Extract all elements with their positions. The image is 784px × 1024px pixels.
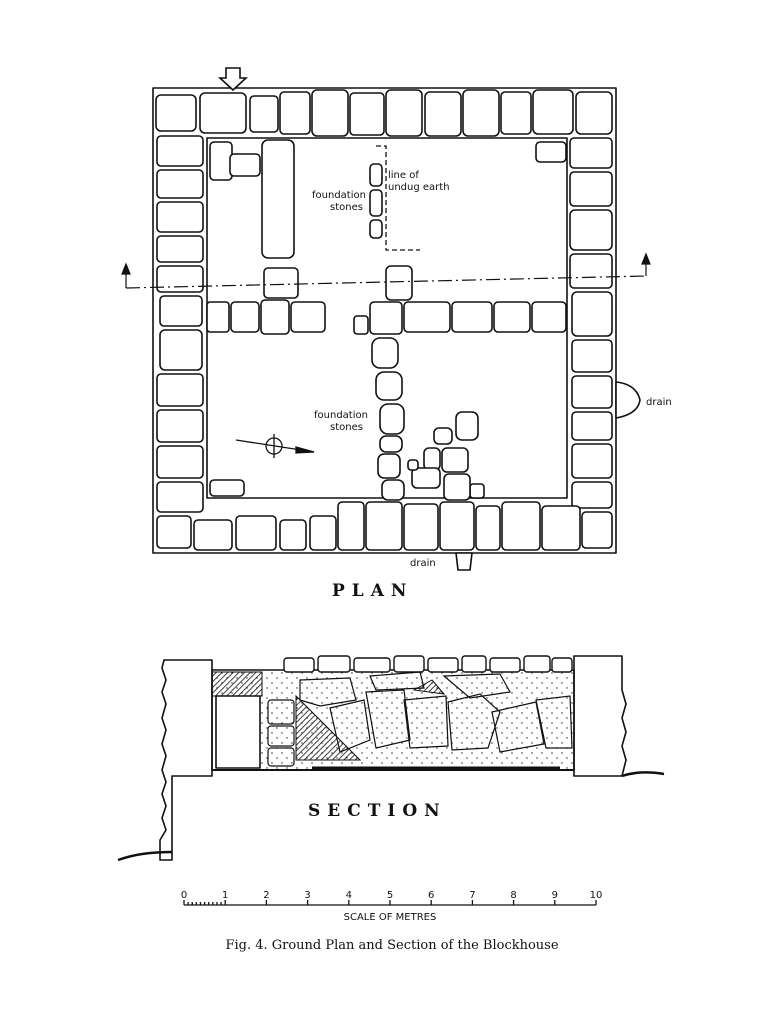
section-hatched-cut <box>211 671 446 761</box>
scale-tick-label: 4 <box>346 890 352 901</box>
section-right-wall <box>573 655 627 777</box>
label-foundation-bottom: foundation <box>314 410 368 421</box>
label-drain-bottom: drain <box>410 558 436 569</box>
section-ground <box>117 766 665 862</box>
label-stones-top: stones <box>330 202 363 213</box>
section-title: SECTION <box>308 801 447 821</box>
plan-foundation-stones-south <box>371 337 405 501</box>
figure-caption: Fig. 4. Ground Plan and Section of the B… <box>225 938 559 953</box>
plan-left-wall-stones <box>156 135 204 549</box>
plan-cross-wall-right <box>353 265 567 335</box>
scale-tick-label: 7 <box>469 890 475 901</box>
section-top-stones <box>283 655 573 673</box>
plan-undug-earth-line <box>376 145 420 251</box>
scale-tick-label: 2 <box>263 890 269 901</box>
section-doorway <box>215 695 261 769</box>
label-foundation-top: foundation <box>312 190 366 201</box>
section-left-wall <box>159 659 213 861</box>
scale-tick-label: 6 <box>428 890 434 901</box>
plan-section-line <box>121 252 651 289</box>
scale-bar <box>183 900 597 906</box>
scale-tick-label: 1 <box>222 890 228 901</box>
scale-tick-label: 8 <box>510 890 516 901</box>
scale-tick-label: 3 <box>304 890 310 901</box>
plan-title: PLAN <box>332 581 413 601</box>
scale-tick-label: 10 <box>590 890 603 901</box>
scale-tick-label: 5 <box>387 890 393 901</box>
scale-label: SCALE OF METRES <box>344 912 437 923</box>
scale-tick-label: 9 <box>552 890 558 901</box>
scale-tick-labels: 0 1 2 3 4 5 6 7 8 9 10 <box>181 890 603 901</box>
plan-right-wall-stones <box>569 137 613 549</box>
plan-drain-right <box>615 381 641 419</box>
plan-cross-wall-left <box>206 267 326 335</box>
section-back-wall <box>211 669 575 771</box>
label-undug-earth: undug earth <box>388 182 450 193</box>
label-line-of: line of <box>388 170 419 181</box>
label-drain-right: drain <box>646 397 672 408</box>
label-stones-bottom: stones <box>330 422 363 433</box>
section-face-stones <box>267 671 573 767</box>
plan-partition-stub <box>261 139 295 259</box>
plan-loose-stones <box>407 411 479 501</box>
plan-bottom-wall-stones <box>193 501 581 551</box>
plan-foundation-stones-north <box>369 163 383 239</box>
scale-tick-label: 0 <box>181 890 187 901</box>
down-arrow-icon <box>217 67 249 92</box>
plan-drain-bottom <box>455 552 473 571</box>
north-arrow-icon <box>235 434 315 458</box>
plan-inner-corner-stones <box>209 141 567 499</box>
plan-top-wall-stones <box>155 89 613 137</box>
